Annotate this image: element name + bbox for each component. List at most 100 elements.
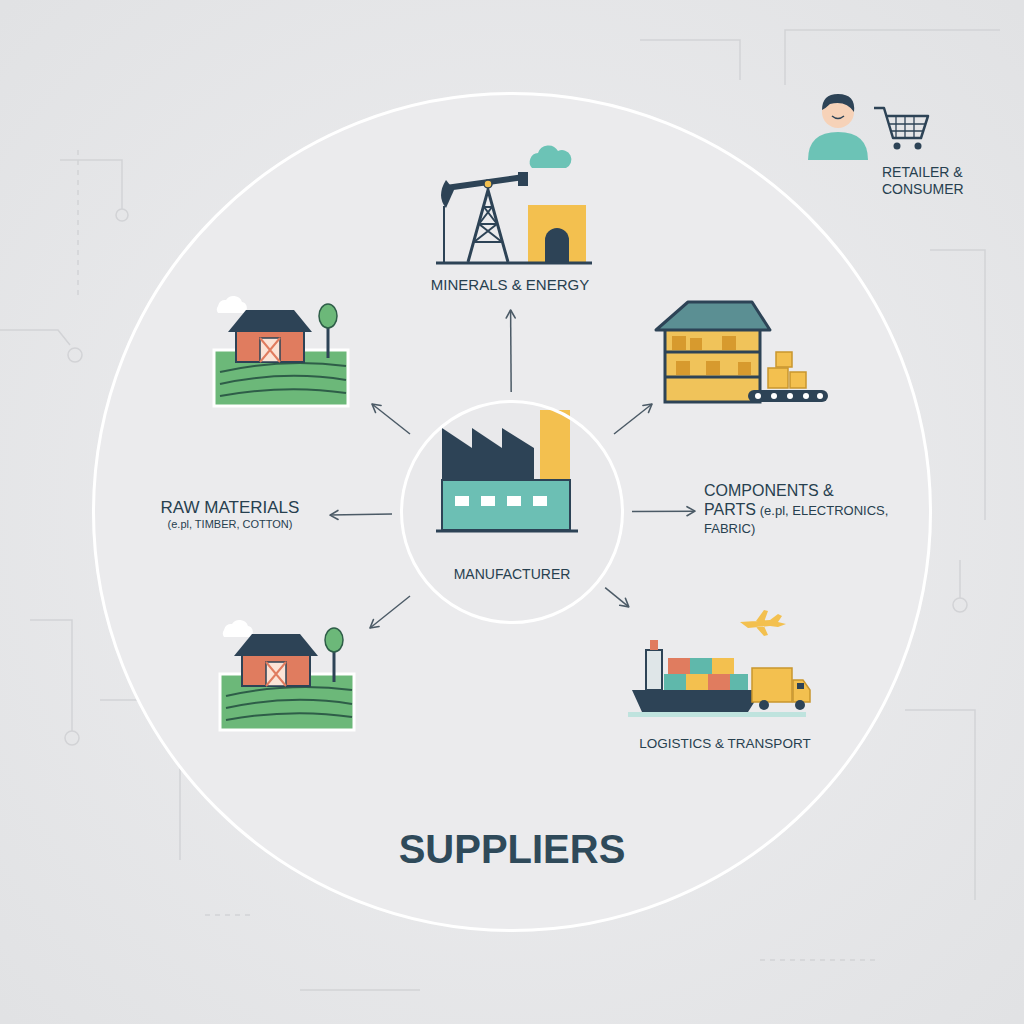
outer-circle-fill (92, 92, 932, 932)
ship-funnel (650, 640, 658, 650)
text-block: MANUFACTURER (400, 566, 624, 583)
circuit-line (0, 330, 70, 345)
container (686, 674, 708, 690)
dashed-line (205, 914, 250, 916)
circuit-line (30, 620, 72, 731)
arrow (614, 404, 652, 434)
window (455, 496, 469, 506)
flow-arrow (330, 514, 392, 515)
farm-icon (220, 620, 354, 730)
roller (755, 393, 761, 399)
supplier-ring: SUPPLIERS MINERALS & ENERGY RAW MATERIALS(… (92, 92, 932, 932)
container (708, 674, 730, 690)
flow-arrow (510, 310, 512, 392)
roller (787, 393, 793, 399)
water (628, 712, 806, 717)
container (668, 658, 690, 674)
circuit-node (65, 731, 79, 745)
node-heading: SUPPLIERS (92, 825, 932, 873)
text-block: COMPONENTS & PARTS(e.pl, ELECTRONICS, FA… (704, 481, 892, 537)
circuit-line (905, 710, 975, 900)
mine-entrance (545, 228, 569, 262)
warehouse-icon (656, 302, 828, 402)
crate (676, 361, 690, 375)
factory-body (442, 480, 570, 530)
text-block: LOGISTICS & TRANSPORT (630, 736, 820, 752)
node-heading: MINERALS & ENERGY (420, 276, 600, 294)
text-block: MINERALS & ENERGY (420, 276, 600, 294)
crate (722, 336, 736, 350)
person-smile (832, 116, 844, 119)
cart-grid (889, 116, 926, 138)
logistics-icon (628, 610, 810, 717)
node-detail: (e.pl, TIMBER, COTTON) (135, 518, 325, 531)
crate (738, 362, 751, 375)
chimney (540, 410, 570, 482)
supplier-group: LOGISTICS & TRANSPORT (630, 610, 820, 760)
node-caption: RETAILER & CONSUMER (882, 164, 992, 198)
window (481, 496, 495, 506)
supplier-group: MINERALS & ENERGY (420, 140, 600, 305)
wheel (795, 700, 805, 710)
text-block: SUPPLIERS (92, 825, 932, 873)
person-body (808, 132, 868, 160)
circuit-node (116, 209, 128, 221)
mine-building (528, 205, 586, 262)
container (712, 658, 734, 674)
truck-window (797, 683, 804, 689)
node-heading: MANUFACTURER (400, 566, 624, 583)
pump-beam (446, 177, 524, 188)
cloud (530, 145, 572, 168)
layout-arrows (370, 404, 652, 628)
factory-icon (436, 410, 578, 531)
warehouse-body (665, 326, 760, 402)
ground-line (436, 530, 578, 533)
roller (817, 393, 823, 399)
container (730, 674, 748, 690)
circuit-line (959, 560, 961, 598)
circuit-node (68, 348, 82, 362)
circle-outline (94, 94, 931, 931)
window (533, 496, 547, 506)
airplane (740, 610, 786, 636)
minerals-icon (436, 145, 592, 263)
supplier-group: COMPONENTS & PARTS(e.pl, ELECTRONICS, FA… (700, 478, 892, 543)
derrick-lattice (474, 207, 502, 242)
circle-outline (402, 402, 623, 623)
derrick-legs (468, 190, 508, 262)
farm-icon (214, 296, 348, 406)
circuit-line (640, 40, 740, 80)
ship-bridge (646, 650, 662, 690)
circuit-line (930, 250, 985, 520)
dashed-line (77, 150, 79, 300)
crate (706, 361, 720, 375)
ground-line (436, 262, 592, 265)
flow-arrow (632, 510, 695, 512)
circuit-decoration (0, 30, 1000, 990)
cart-wheel (915, 143, 922, 150)
inner-circle-fill (400, 400, 624, 624)
crate (690, 338, 702, 350)
pivot (484, 180, 492, 188)
supplier-group: RAW MATERIALS(e.pl, TIMBER, COTTON) (135, 496, 325, 538)
node-heading: RAW MATERIALS (135, 498, 325, 518)
container (690, 658, 712, 674)
pump-rod (443, 206, 445, 262)
counterweight (518, 172, 528, 186)
circuit-line (785, 30, 1000, 85)
crate (672, 336, 686, 350)
warehouse-roof (656, 302, 770, 330)
dashed-line (760, 959, 880, 961)
arrow (372, 404, 410, 434)
person-hair (822, 94, 854, 112)
cart-frame (874, 108, 928, 138)
cart-wheel (894, 143, 901, 150)
truck-cab (793, 680, 810, 702)
arrow (370, 596, 410, 628)
sawtooth-roof (442, 428, 534, 482)
circuit-line (60, 160, 122, 209)
consumer-icon (808, 94, 928, 160)
truck-cargo (752, 668, 792, 702)
